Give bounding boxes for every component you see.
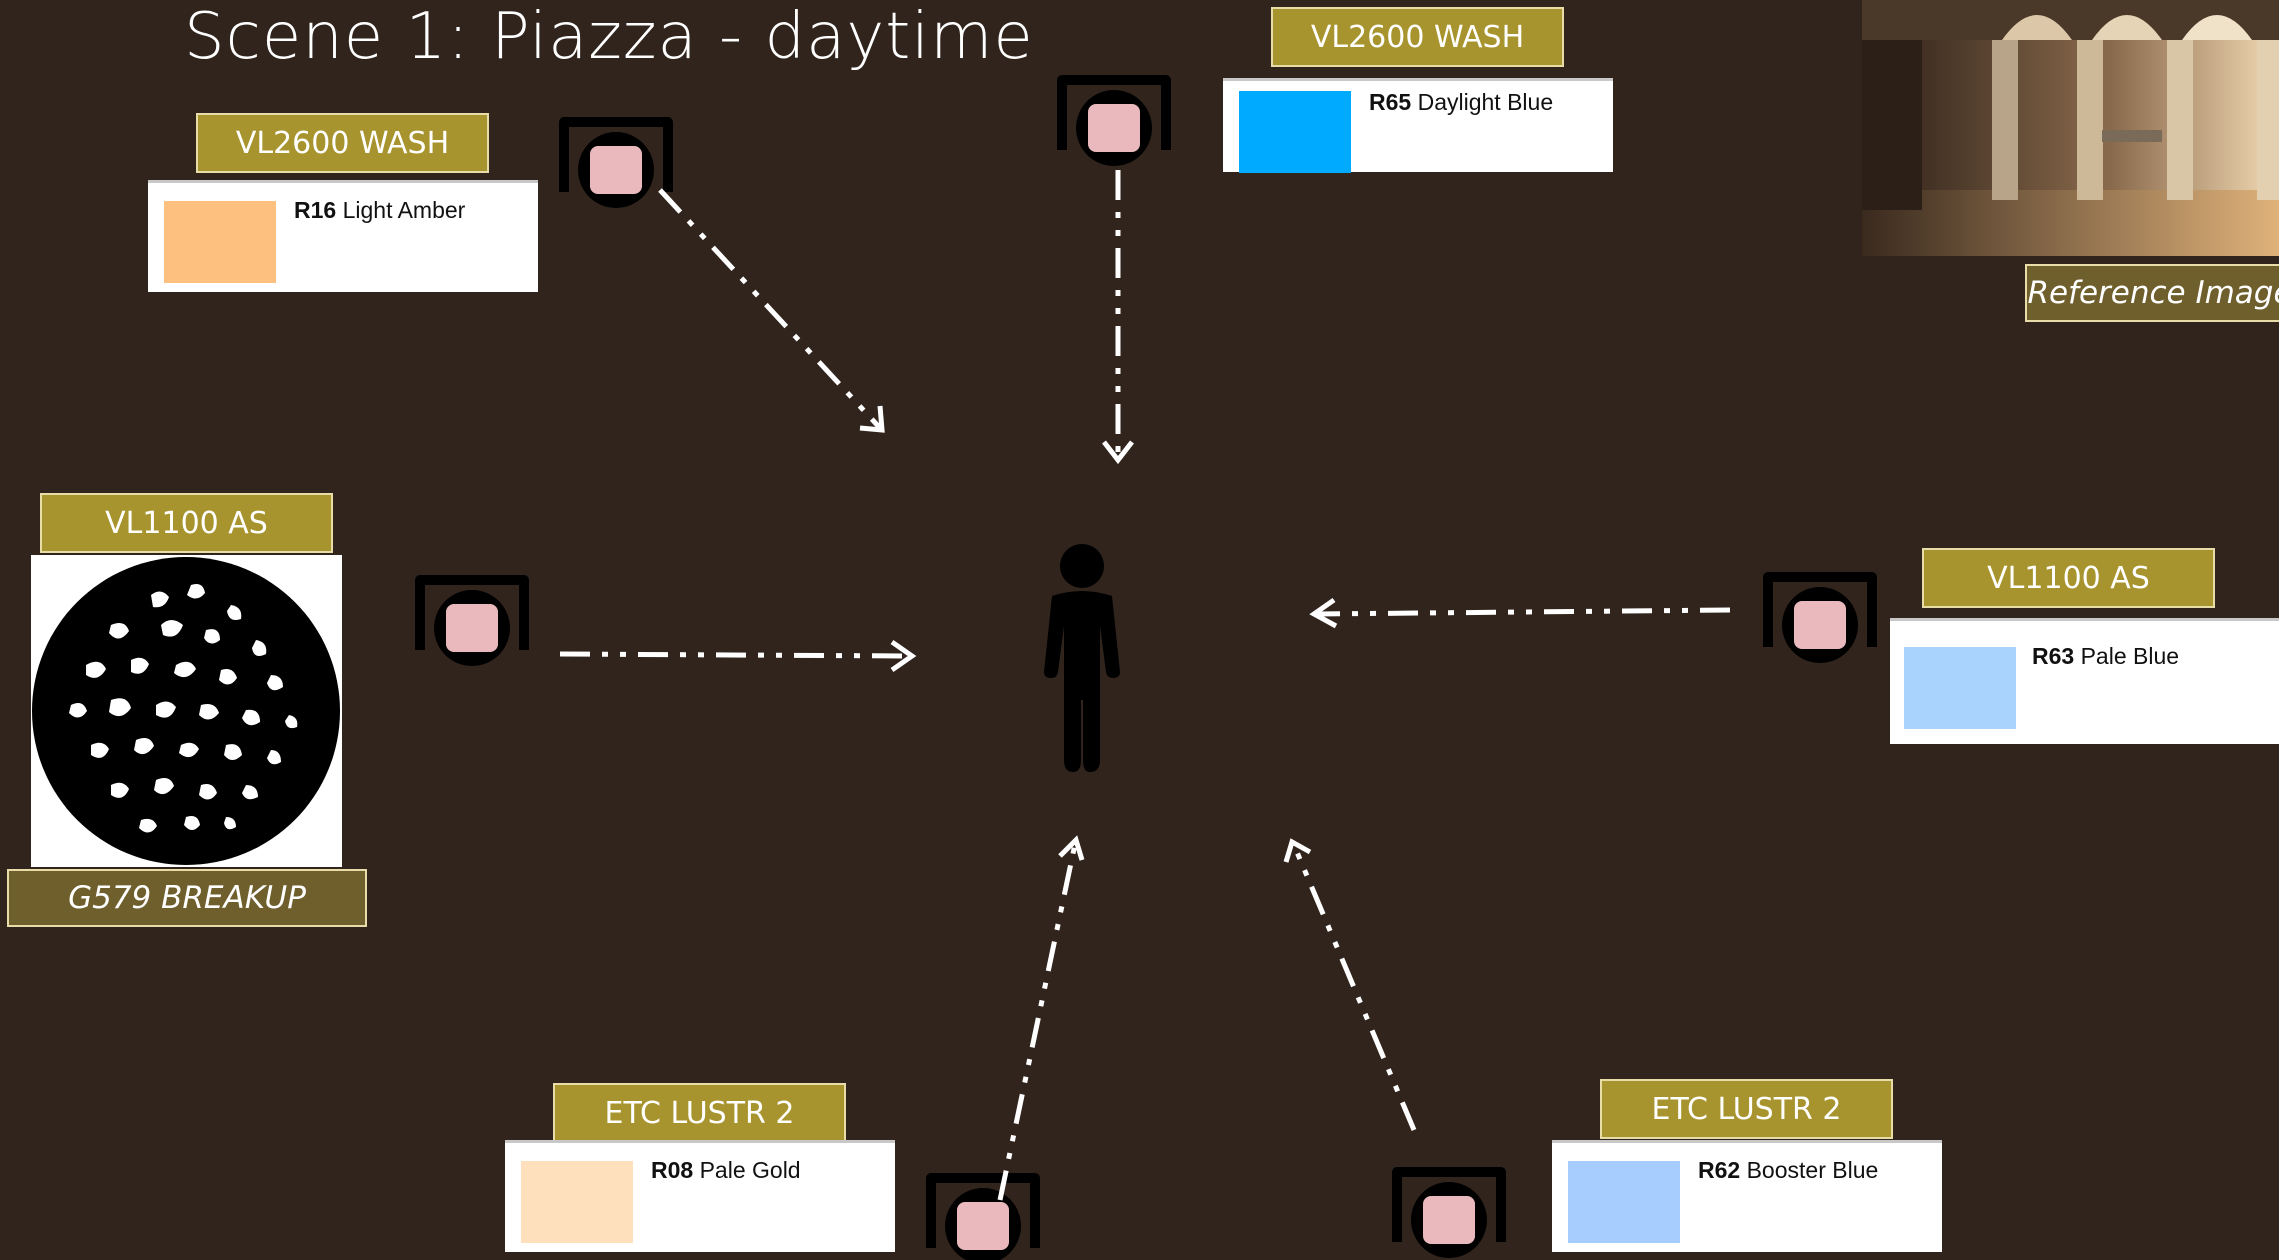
fixture-type-label-right: VL1100 AS xyxy=(1922,548,2215,608)
gel-card-bottom-right: R62 Booster Blue xyxy=(1552,1140,1942,1252)
gel-swatch-r16 xyxy=(164,201,276,283)
gobo-breakup-icon xyxy=(32,557,340,865)
scene-title: Scene 1: Piazza - daytime xyxy=(184,0,1034,74)
fixture-type-label-bottom-right: ETC LUSTR 2 xyxy=(1600,1079,1893,1139)
gel-code: R08 xyxy=(651,1157,694,1183)
gel-card-right: R63 Pale Blue xyxy=(1890,618,2279,744)
moving-head-fixture-icon-left xyxy=(420,580,524,666)
gel-name: Booster Blue xyxy=(1746,1157,1879,1183)
gel-label-bottom-right: R62 Booster Blue xyxy=(1698,1157,1878,1184)
fixture-type-label-bottom-left: ETC LUSTR 2 xyxy=(553,1083,846,1143)
gel-name: Pale Blue xyxy=(2080,643,2180,669)
person-icon xyxy=(1044,544,1120,772)
gel-card-top-left: R16 Light Amber xyxy=(148,180,538,292)
gel-name: Light Amber xyxy=(342,197,466,223)
gobo-image-box xyxy=(31,555,342,867)
gel-code: R62 xyxy=(1698,1157,1741,1183)
dash-dot-arrow-icon-right xyxy=(1317,607,1731,617)
gel-code: R16 xyxy=(294,197,337,223)
gel-swatch-r63 xyxy=(1904,647,2016,729)
fixture-type-label-top-center: VL2600 WASH xyxy=(1271,7,1564,67)
reference-image-label: Reference Image xyxy=(2025,264,2279,322)
gel-swatch-r08 xyxy=(521,1161,633,1243)
moving-head-fixture-icon-top-center xyxy=(1062,80,1166,166)
gel-code: R65 xyxy=(1369,89,1412,115)
gel-swatch-r62 xyxy=(1568,1161,1680,1243)
gel-label-top-left: R16 Light Amber xyxy=(294,197,465,224)
fixture-type-label-top-left: VL2600 WASH xyxy=(196,113,489,173)
gel-name: Daylight Blue xyxy=(1417,89,1554,115)
gel-label-top-center: R65 Daylight Blue xyxy=(1369,89,1553,116)
gel-card-top-center: R65 Daylight Blue xyxy=(1223,78,1613,173)
gel-card-bottom-left: R08 Pale Gold xyxy=(505,1140,895,1252)
moving-head-fixture-icon-top-left xyxy=(564,122,668,208)
reference-photo xyxy=(1862,0,2279,256)
dash-dot-arrow-icon-left xyxy=(559,651,911,659)
gel-swatch-r65 xyxy=(1239,91,1351,173)
fixture-type-label-left: VL1100 AS xyxy=(40,493,333,553)
reference-photo-image xyxy=(1862,0,2279,256)
gobo-name-label: G579 BREAKUP xyxy=(7,869,367,927)
dash-dot-arrow-icon-bottom-left xyxy=(997,843,1078,1201)
moving-head-fixture-icon-bottom-right xyxy=(1397,1172,1501,1258)
gel-label-right: R63 Pale Blue xyxy=(2032,643,2179,670)
moving-head-fixture-icon-right xyxy=(1768,577,1872,663)
dash-dot-arrow-icon-top-left xyxy=(658,188,882,430)
gel-name: Pale Gold xyxy=(699,1157,801,1183)
moving-head-fixture-icon-bottom-left xyxy=(931,1178,1035,1260)
gel-label-bottom-left: R08 Pale Gold xyxy=(651,1157,801,1184)
dash-dot-arrow-icon-bottom-right xyxy=(1291,844,1417,1131)
gel-code: R63 xyxy=(2032,643,2075,669)
